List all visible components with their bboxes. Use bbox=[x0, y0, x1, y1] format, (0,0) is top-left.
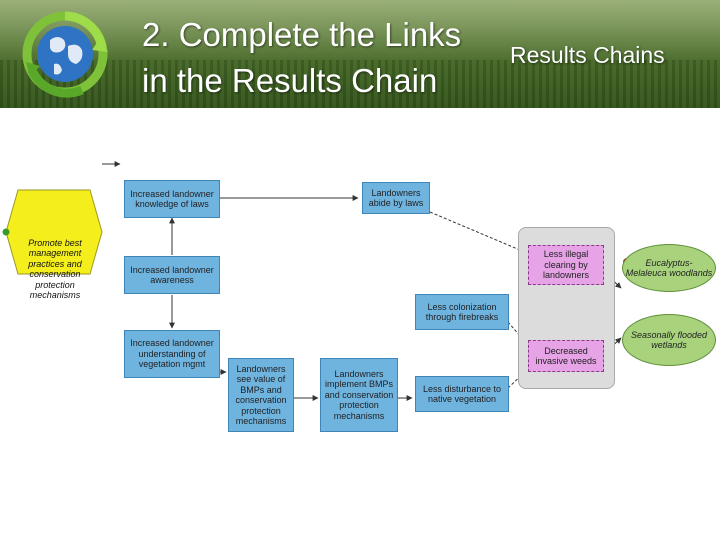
result-understanding-label: Increased landowner understanding of veg… bbox=[130, 338, 214, 370]
link-abide-clearing bbox=[429, 211, 528, 254]
strategy-node: Promote best management practices and co… bbox=[18, 232, 92, 306]
threat-illegal-clearing: Less illegal clearing by landowners bbox=[528, 245, 604, 285]
result-see-value-label: Landowners see value of BMPs and conserv… bbox=[235, 363, 287, 427]
threat-invasive-weeds: Decreased invasive weeds bbox=[528, 340, 604, 372]
connector-layer bbox=[2, 161, 631, 401]
threat-invasive-weeds-label: Decreased invasive weeds bbox=[535, 345, 597, 367]
result-knowledge-laws: Increased landowner knowledge of laws bbox=[124, 180, 220, 218]
result-abide-laws-label: Landowners abide by laws bbox=[368, 187, 424, 209]
header-sky bbox=[0, 0, 720, 60]
target-wetlands-label: Seasonally flooded wetlands bbox=[630, 329, 708, 351]
target-woodlands-label: Eucalyptus-Melaleuca woodlands bbox=[625, 257, 713, 279]
target-woodlands: Eucalyptus-Melaleuca woodlands bbox=[622, 244, 716, 292]
strategy-indicator-dot bbox=[2, 228, 10, 236]
result-less-colonization: Less colonization through firebreaks bbox=[415, 294, 509, 330]
result-less-disturbance-label: Less disturbance to native vegetation bbox=[422, 383, 502, 405]
strategy-label: Promote best management practices and co… bbox=[28, 237, 82, 301]
slide-subtitle: Results Chains bbox=[510, 42, 665, 68]
result-understanding: Increased landowner understanding of veg… bbox=[124, 330, 220, 378]
title-line-1: 2. Complete the Links bbox=[142, 16, 462, 53]
result-awareness: Increased landowner awareness bbox=[124, 256, 220, 294]
result-abide-laws: Landowners abide by laws bbox=[362, 182, 430, 214]
result-knowledge-laws-label: Increased landowner knowledge of laws bbox=[130, 188, 214, 210]
result-less-disturbance: Less disturbance to native vegetation bbox=[415, 376, 509, 412]
result-implement-label: Landowners implement BMPs and conservati… bbox=[324, 368, 394, 421]
result-see-value: Landowners see value of BMPs and conserv… bbox=[228, 358, 294, 432]
recycle-globe-logo-icon bbox=[22, 11, 108, 98]
slide-header: 2. Complete the Links in the Results Cha… bbox=[0, 0, 720, 108]
threat-illegal-clearing-label: Less illegal clearing by landowners bbox=[542, 249, 590, 281]
target-wetlands: Seasonally flooded wetlands bbox=[622, 314, 716, 366]
result-implement: Landowners implement BMPs and conservati… bbox=[320, 358, 398, 432]
title-line-2: in the Results Chain bbox=[142, 62, 438, 99]
slide-title: 2. Complete the Links in the Results Cha… bbox=[142, 12, 461, 104]
result-less-colonization-label: Less colonization through firebreaks bbox=[425, 301, 499, 323]
results-chain-diagram: Promote best management practices and co… bbox=[0, 110, 720, 540]
result-awareness-label: Increased landowner awareness bbox=[130, 264, 214, 286]
header-grass bbox=[0, 60, 720, 108]
